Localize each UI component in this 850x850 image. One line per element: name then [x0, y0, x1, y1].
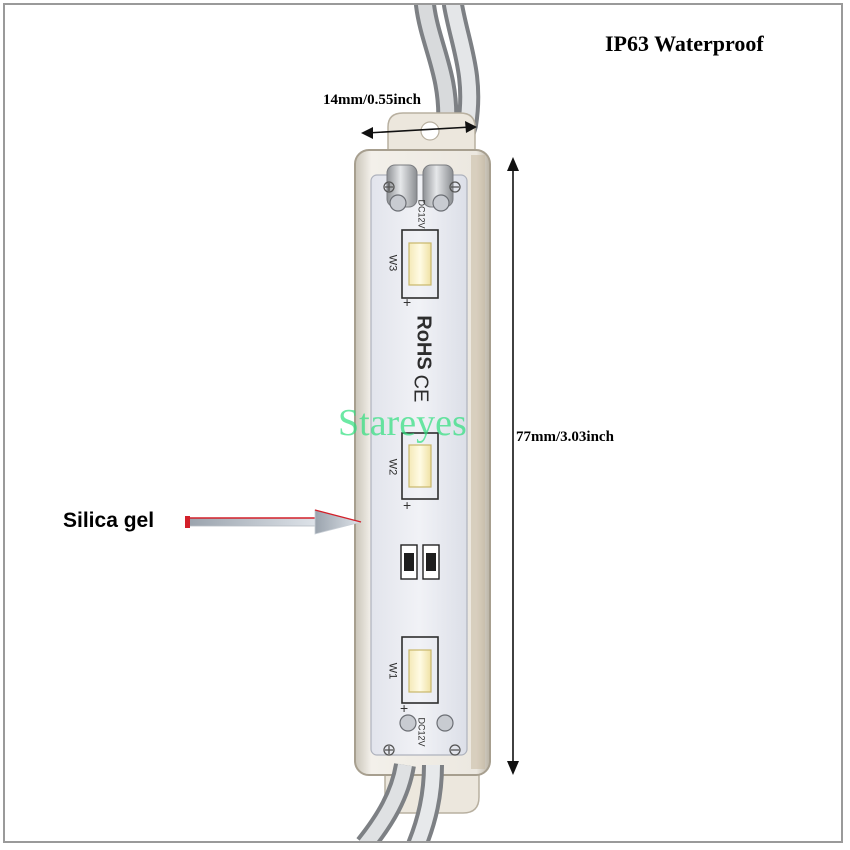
- silica-gel-callout-arrow: [185, 509, 363, 535]
- pcb-ce-mark: CE: [409, 374, 432, 403]
- width-dimension-arrow: [361, 121, 477, 139]
- width-dimension-label: 14mm/0.55inch: [323, 92, 421, 108]
- svg-text:+: +: [403, 294, 411, 310]
- svg-text:+: +: [403, 497, 411, 513]
- pcb-label-w2: W2: [386, 458, 399, 476]
- led-w2: [401, 432, 439, 500]
- watermark: Stareyes: [338, 402, 467, 444]
- waterproof-rating-title: IP63 Waterproof: [605, 31, 764, 56]
- svg-text:+: +: [400, 700, 408, 716]
- length-dimension-arrow: [507, 157, 519, 775]
- pcb-label-w3: W3: [386, 254, 399, 272]
- led-module-illustration: + + +: [185, 5, 519, 841]
- photo-frame: + + +: [3, 3, 843, 843]
- silica-gel-label: Silica gel: [63, 509, 155, 532]
- resistors: [400, 544, 440, 580]
- pcb-label-w1: W1: [386, 662, 399, 680]
- length-dimension-label: 77mm/3.03inch: [516, 429, 614, 445]
- pcb-rohs-mark: RoHS: [412, 315, 435, 370]
- led-w1: [401, 636, 439, 704]
- bottom-wires: [356, 762, 444, 841]
- pcb-voltage-bottom: DC12V: [416, 717, 427, 747]
- pcb-voltage-top: DC12V: [416, 199, 427, 229]
- led-w3: [401, 229, 439, 299]
